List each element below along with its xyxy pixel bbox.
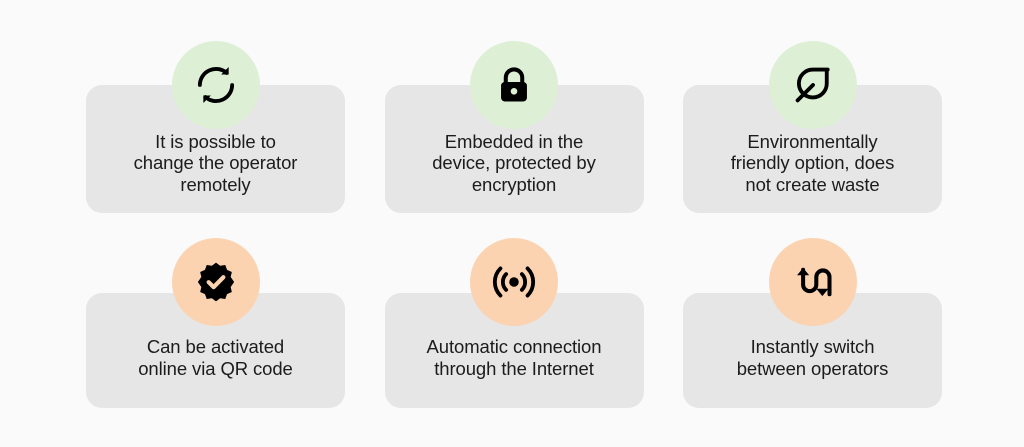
badge-circle-green	[171, 41, 260, 129]
feature-card-caption: It is possible to change the operator re…	[133, 130, 298, 195]
badge-circle-green	[470, 41, 558, 129]
feature-card-caption: Automatic connection through the Interne…	[426, 336, 602, 379]
broadcast-icon	[492, 260, 536, 304]
feature-card-caption: Embedded in the device, protected by enc…	[432, 130, 596, 195]
feature-card-caption: Instantly switch between operators	[736, 336, 889, 379]
feature-card-auto-connection[interactable]: Automatic connection through the Interne…	[384, 238, 644, 408]
feature-card-caption: Environmentally friendly option, does no…	[730, 130, 895, 195]
feature-card-qr-activation[interactable]: Can be activated online via QR code	[86, 238, 345, 408]
badge-circle-green	[768, 41, 857, 129]
feature-card-sync[interactable]: It is possible to change the operator re…	[86, 41, 345, 213]
switch-arrows-icon	[791, 260, 835, 304]
feature-card-switch-operators[interactable]: Instantly switch between operators	[683, 238, 942, 408]
sync-icon	[194, 63, 238, 107]
badge-circle-orange	[171, 238, 260, 326]
feature-card-caption: Can be activated online via QR code	[138, 336, 293, 379]
lock-icon	[493, 64, 535, 106]
badge-circle-orange	[768, 238, 857, 326]
feature-cards-container: It is possible to change the operator re…	[86, 0, 942, 447]
leaf-icon	[791, 63, 835, 107]
badge-circle-orange	[470, 238, 558, 326]
verified-badge-icon	[194, 260, 238, 304]
feature-card-eco[interactable]: Environmentally friendly option, does no…	[683, 41, 942, 213]
feature-card-lock[interactable]: Embedded in the device, protected by enc…	[384, 41, 644, 213]
